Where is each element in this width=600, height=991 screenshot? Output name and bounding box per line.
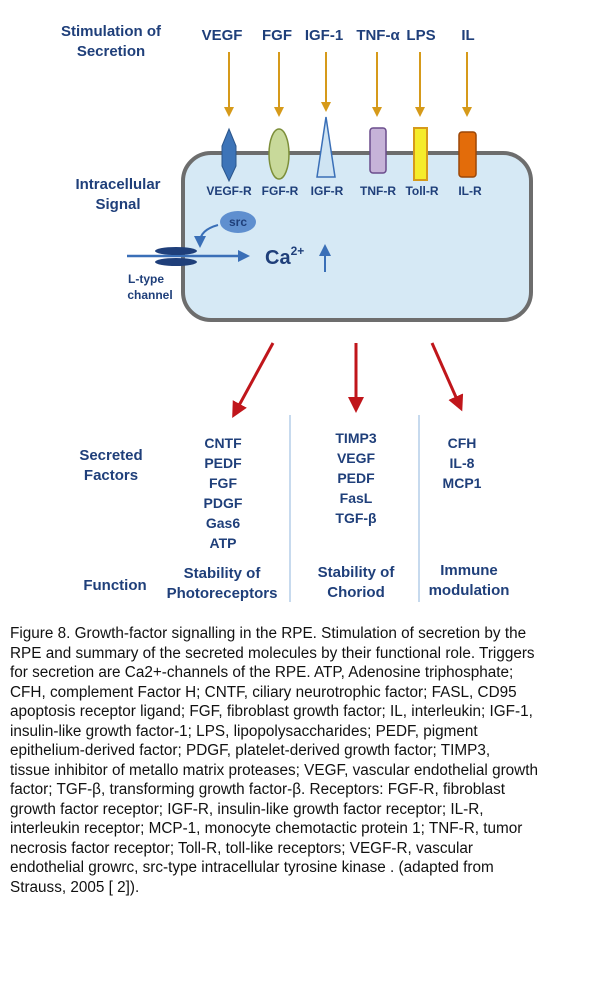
- stimulus-tnf-alpha: TNF-α: [356, 27, 400, 44]
- tnf-r-receptor-icon: [369, 127, 387, 174]
- function-middle-line1: Stability of: [318, 564, 396, 581]
- channel-label-line1: L-type: [128, 272, 164, 286]
- caption-line: necrosis factor receptor; Toll-R, toll-l…: [10, 839, 474, 857]
- caption-line: endothelial growrc, src-type intracellul…: [10, 859, 494, 876]
- factor-left-pdgf: PDGF: [204, 495, 243, 511]
- secretion-arrow-left: [232, 342, 275, 419]
- receptor-label-igf-r: IGF-R: [311, 184, 344, 198]
- l-type-channel-icon-lower: [155, 258, 197, 266]
- function-right-line2: modulation: [429, 582, 510, 599]
- function-left-line2: Photoreceptors: [167, 585, 278, 602]
- stimulus-il: IL: [461, 27, 474, 44]
- factor-right-cfh: CFH: [448, 435, 477, 451]
- secretion-arrow-right: [430, 342, 464, 412]
- factor-left-pedf: PEDF: [204, 455, 242, 471]
- igf-r-receptor-icon: [316, 116, 336, 178]
- rpe-cell: [181, 151, 533, 322]
- label-stimulation-line1: Stimulation of: [61, 23, 162, 40]
- src-kinase-icon: [220, 211, 256, 233]
- vegf-r-receptor-icon: [221, 127, 237, 183]
- calcium-label: Ca2+: [265, 244, 304, 269]
- stimulus-fgf: FGF: [262, 27, 292, 44]
- caption-line: growth factor receptor; IGF-R, insulin-l…: [10, 800, 484, 818]
- label-stimulation-line2: Secretion: [77, 43, 145, 60]
- caption-line: for secretion are Ca2+-channels of the R…: [10, 664, 514, 681]
- caption-line: interleukin receptor; MCP-1, monocyte ch…: [10, 820, 523, 837]
- function-middle-line2: Choriod: [327, 584, 385, 601]
- factor-middle-pedf: PEDF: [337, 470, 375, 486]
- label-function: Function: [83, 577, 146, 594]
- caption-line: apoptosis receptor ligand; FGF, fibrobla…: [10, 703, 533, 720]
- factor-left-fgf: FGF: [209, 475, 237, 491]
- rpe-signalling-diagram: Stimulation of Secretion Intracellular S…: [61, 23, 533, 602]
- il-r-receptor-icon: [458, 131, 477, 178]
- toll-r-receptor-icon: [413, 127, 428, 181]
- fgf-r-receptor-icon: [268, 128, 290, 180]
- caption-line: Strauss, 2005 [ 2]).: [10, 878, 140, 896]
- label-secreted-line1: Secreted: [79, 447, 142, 464]
- stimulus-vegf: VEGF: [202, 27, 243, 44]
- src-arrow: [194, 224, 219, 248]
- factor-middle-fasl: FasL: [340, 490, 373, 506]
- label-intracellular-line2: Signal: [95, 196, 140, 213]
- receptor-label-il-r: IL-R: [458, 184, 482, 198]
- receptor-label-tnf-r: TNF-R: [360, 184, 396, 198]
- stimulus-igf-1: IGF-1: [305, 27, 343, 44]
- factor-left-atp: ATP: [210, 535, 237, 551]
- stimulus-arrows: [224, 52, 472, 117]
- calcium-sup: 2+: [291, 244, 305, 258]
- caption-line: epithelium-derived factor; PDGF, platele…: [10, 742, 491, 759]
- calcium-base: Ca: [265, 247, 291, 269]
- factor-middle-tgf-beta: TGF-β: [335, 510, 377, 526]
- caption-line: RPE and summary of the secreted molecule…: [10, 644, 535, 662]
- caption-line: tissue inhibitor of metallo matrix prote…: [10, 761, 538, 779]
- factor-middle-timp3: TIMP3: [335, 430, 376, 446]
- factor-right-mcp1: MCP1: [443, 475, 482, 491]
- receptor-label-toll-r: Toll-R: [405, 184, 438, 198]
- stimulus-lps: LPS: [406, 27, 435, 44]
- factor-left-cntf: CNTF: [204, 435, 242, 451]
- factor-left-gas6: Gas6: [206, 515, 240, 531]
- l-type-channel-icon: [155, 247, 197, 255]
- label-intracellular-line1: Intracellular: [75, 176, 160, 193]
- function-left-line1: Stability of: [184, 565, 262, 582]
- factor-right-il-8: IL-8: [450, 455, 475, 471]
- receptor-label-vegf-r: VEGF-R: [206, 184, 252, 198]
- caption-line: Figure 8. Growth-factor signalling in th…: [10, 625, 527, 642]
- caption-line: CFH, complement Factor H; CNTF, ciliary …: [10, 683, 517, 701]
- factor-middle-vegf: VEGF: [337, 450, 376, 466]
- figure-caption: Figure 8. Growth-factor signalling in th…: [10, 624, 592, 897]
- caption-line: insulin-like growth factor-1; LPS, lipop…: [10, 722, 478, 740]
- function-right-line1: Immune: [440, 562, 498, 579]
- caption-line: factor; TGF-β, transforming growth facto…: [10, 781, 506, 798]
- label-secreted-line2: Factors: [84, 467, 138, 484]
- channel-label-line2: channel: [127, 288, 172, 302]
- src-label: src: [229, 215, 247, 229]
- receptor-label-fgf-r: FGF-R: [262, 184, 299, 198]
- secretion-arrows: [232, 342, 464, 419]
